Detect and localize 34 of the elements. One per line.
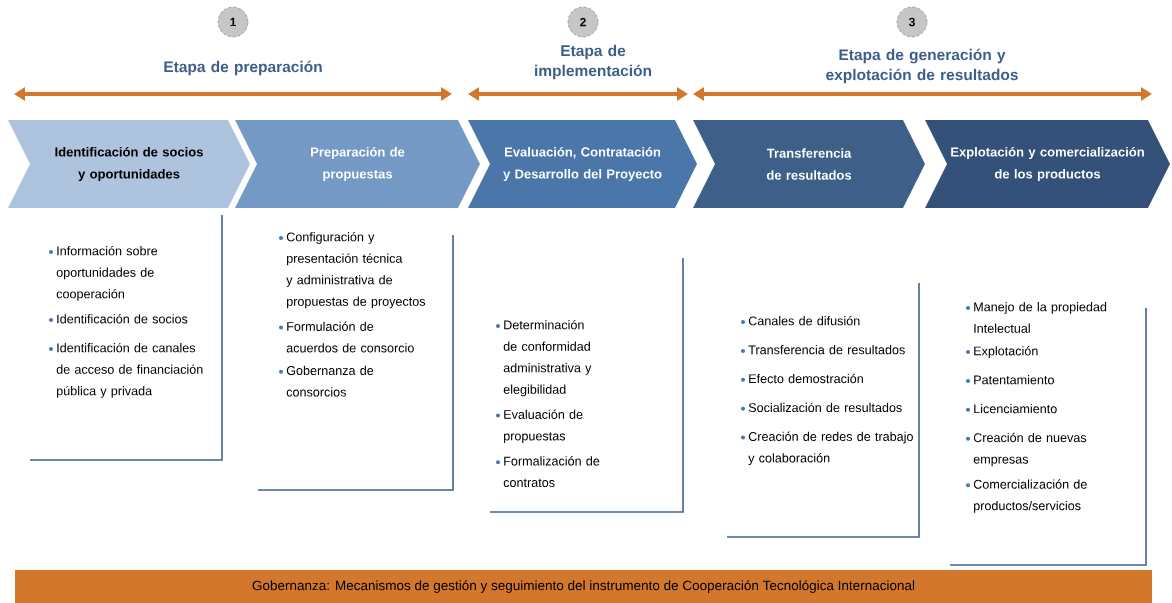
governance-band: Gobernanza: Mecanismos de gestión y seguimiento del instrumento de Cooperación Tecnológica Internacional: [15, 570, 1152, 603]
node-label: Información sobre oportunidades de cooperación: [56, 245, 158, 301]
node-label: Formulación de acuerdos de consorcio: [286, 321, 414, 353]
node-label: Canales de difusión: [748, 315, 860, 326]
bullet-list: Configuración y presentación técnica y administrativa de propuestas de proyectos Formulación de acuerdos de consorcio Gobernanza de consorcios: [257, 232, 454, 491]
node-label: Socialización de resultados: [748, 402, 902, 413]
chevron-step: Explotación y comercialización de los productos: [925, 120, 1170, 208]
node-label: Efecto demostración: [749, 373, 863, 384]
node-label: Creación de redes de trabajo y colaboración: [748, 431, 913, 465]
node-label: Licenciamiento: [974, 403, 1057, 414]
chevron-step: Preparación de propuestas: [235, 120, 480, 208]
node-label: Patentamiento: [974, 375, 1054, 385]
bullet-list: Canales de difusión Transferencia de resultados Efecto demostración Socialización de resultados Creación de redes de trabajo y colaboración: [726, 282, 920, 538]
bullet-list: Información sobre oportunidades de cooperación Identificación de socios Identificación de canales de acceso de financiación pública y privada: [29, 214, 223, 461]
bullet-list: Manejo de la propiedad Intelectual Explotación Patentamiento Licenciamiento Creación de nuevas empresas Comercialización de productos/servicios: [949, 302, 1147, 566]
node-label: Comercialización de productos/servicios: [973, 479, 1087, 513]
node-label: Identificación de socios: [57, 314, 188, 324]
stage-title: Etapa de implementación: [535, 44, 652, 80]
node-label: Determinación de conformidad administrativa y elegibilidad: [503, 319, 592, 397]
chevron-step: Identificación de socios y oportunidades: [8, 120, 250, 208]
node-label: Configuración y presentación técnica y administrativa de propuestas de proyectos: [286, 231, 426, 309]
stage-title: Etapa de preparación: [164, 60, 322, 76]
bullet-list: Determinación de conformidad administrativa y elegibilidad Evaluación de propuestas Formalización de contratos: [489, 257, 684, 513]
node-label: Evaluación de propuestas: [504, 409, 583, 443]
node-label: Explotación: [974, 346, 1038, 358]
chevron-step: Transferencia de resultados: [693, 120, 925, 208]
node-label: Transferencia de resultados: [748, 345, 905, 355]
chevron-step: Evaluación, Contratación y Desarrollo del Proyecto: [468, 120, 697, 208]
node-label: Gobernanza de consorcios: [286, 365, 374, 397]
node-label: Creación de nuevas empresas: [973, 432, 1087, 467]
stage-title: Etapa de generación y explotación de resultados: [826, 48, 1018, 84]
node-label: Formalización de contratos: [503, 456, 600, 487]
node-label: Identificación de canales de acceso de financiación pública y privada: [56, 342, 203, 398]
node-label: Manejo de la propiedad Intelectual: [974, 302, 1107, 333]
